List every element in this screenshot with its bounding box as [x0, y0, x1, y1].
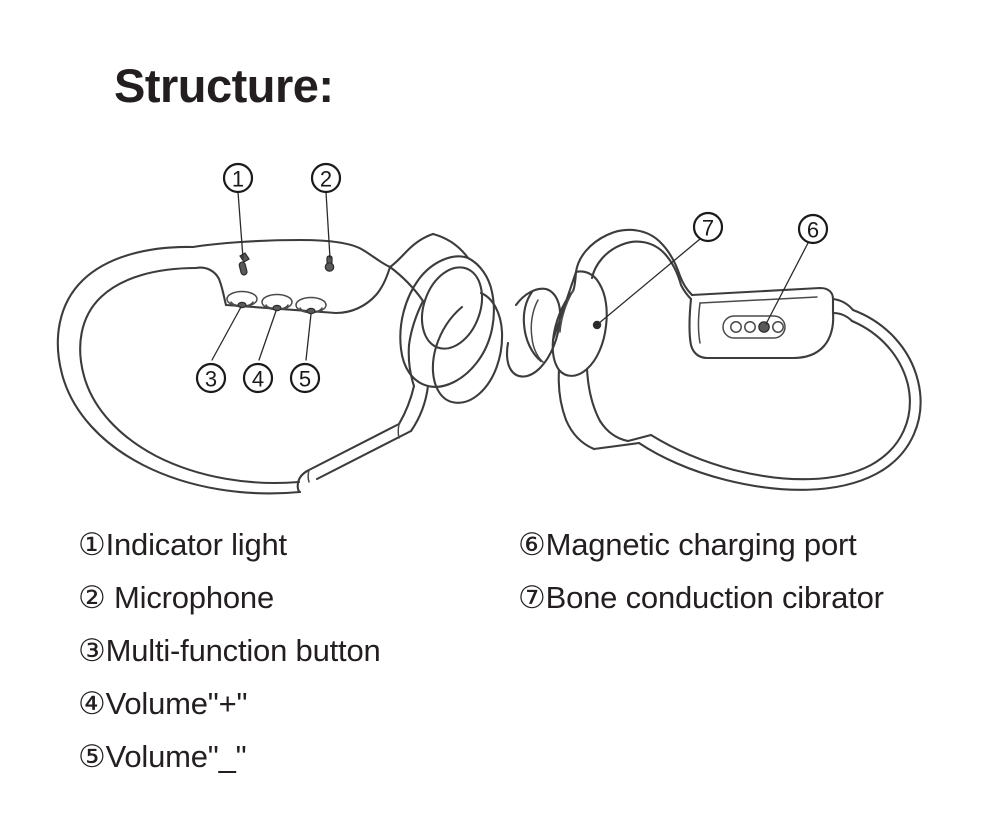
callout-marker-2: 2: [310, 162, 342, 194]
legend-marker-3: ③: [78, 633, 106, 668]
callout-marker-7: 7: [692, 211, 724, 243]
leader-line-7: [597, 238, 701, 325]
multi-function-button-element[interactable]: [226, 290, 258, 309]
legend-label-7: Bone conduction cibrator: [545, 580, 884, 615]
legend-marker-4: ④: [78, 686, 106, 721]
bone-conduction-vibrator-element: [592, 320, 602, 330]
legend-item-6: ⑥Magnetic charging port: [518, 518, 884, 571]
left-device-drawing: 1 2 3 4 5: [56, 162, 504, 495]
svg-text:4: 4: [252, 367, 264, 392]
page-title: Structure:: [114, 59, 334, 112]
indicator-light-element: [238, 252, 250, 276]
leader-line-4: [258, 310, 277, 361]
legend-item-1: ①Indicator light: [78, 518, 381, 571]
volume-down-button-element[interactable]: [295, 296, 327, 315]
legend-label-6: Magnetic charging port: [545, 527, 857, 562]
svg-text:7: 7: [702, 216, 714, 241]
volume-up-button-element[interactable]: [261, 293, 293, 312]
legend-item-3: ③Multi-function button: [78, 624, 381, 677]
svg-text:1: 1: [232, 167, 244, 192]
legend-item-5: ⑤Volume"_": [78, 730, 381, 783]
legend-label-5: Volume"_": [105, 739, 247, 774]
svg-text:5: 5: [299, 367, 311, 392]
callout-marker-1: 1: [222, 162, 254, 194]
legend-marker-5: ⑤: [78, 739, 106, 774]
leader-line-5: [305, 313, 312, 361]
legend-right-column: ⑥Magnetic charging port ⑦Bone conduction…: [518, 518, 884, 624]
svg-text:2: 2: [320, 167, 332, 192]
svg-text:3: 3: [205, 367, 217, 392]
svg-text:6: 6: [807, 218, 819, 243]
legend-item-7: ⑦Bone conduction cibrator: [518, 571, 884, 624]
callout-marker-5: 5: [289, 362, 321, 394]
leader-line-1: [237, 191, 244, 259]
leader-line-2: [325, 191, 331, 259]
legend-left-column: ①Indicator light ② Microphone ③Multi-fun…: [78, 518, 381, 783]
legend-item-4: ④Volume"+": [78, 677, 381, 730]
legend-marker-7: ⑦: [518, 580, 546, 615]
legend-label-2: Microphone: [105, 580, 274, 615]
legend-label-4: Volume"+": [105, 686, 248, 721]
legend-marker-2: ②: [78, 580, 106, 615]
callout-marker-6: 6: [797, 213, 829, 245]
leader-line-3: [211, 306, 242, 361]
legend-label-1: Indicator light: [105, 527, 288, 562]
legend-item-2: ② Microphone: [78, 571, 381, 624]
callout-marker-4: 4: [242, 362, 274, 394]
leader-line-6: [765, 242, 809, 325]
legend-marker-6: ⑥: [518, 527, 546, 562]
legend-label-3: Multi-function button: [105, 633, 381, 668]
right-device-drawing: 7 6: [505, 211, 922, 491]
charging-port-element: [722, 315, 786, 339]
legend-marker-1: ①: [78, 527, 106, 562]
callout-marker-3: 3: [195, 362, 227, 394]
microphone-element: [324, 255, 335, 272]
